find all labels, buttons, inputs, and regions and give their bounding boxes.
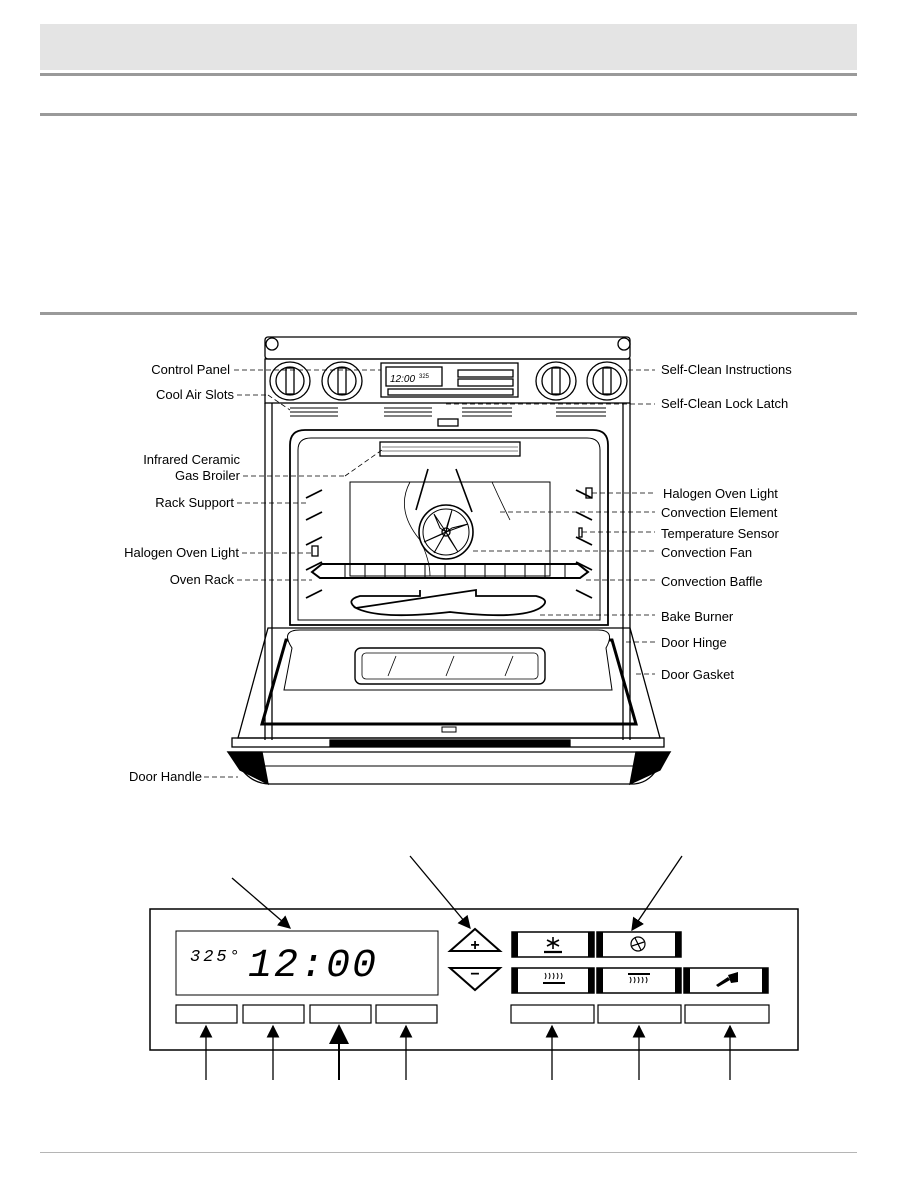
knob-4 — [586, 361, 628, 401]
mini-display-temp: 325 — [419, 374, 430, 380]
label-self-clean-instructions: Self-Clean Instructions — [661, 362, 792, 377]
func-button-4[interactable] — [375, 1004, 438, 1024]
temperature-sensor — [578, 527, 583, 538]
label-control-panel: Control Panel — [151, 362, 230, 377]
brush-icon — [716, 972, 738, 987]
oven-rack — [310, 563, 590, 579]
func-button-1[interactable] — [175, 1004, 238, 1024]
label-bake-burner: Bake Burner — [661, 609, 734, 624]
footer-rule — [40, 1152, 857, 1153]
label-convection-fan: Convection Fan — [661, 545, 753, 560]
up-symbol: + — [470, 937, 479, 954]
label-oven-rack: Oven Rack — [169, 572, 234, 587]
door-handle — [226, 751, 672, 785]
knob-3 — [535, 361, 577, 401]
control-panel-housing — [264, 358, 631, 404]
convection-fan — [418, 504, 474, 560]
label-infrared-ceramic: Infrared Ceramic — [143, 452, 240, 467]
door-window — [354, 647, 546, 685]
label-gas-broiler: Gas Broiler — [174, 468, 240, 483]
fan-icon — [630, 936, 646, 952]
broil-element-icon — [628, 973, 650, 984]
door-trim — [231, 737, 665, 748]
panel-display — [175, 930, 439, 996]
oven-top-trim — [264, 336, 631, 360]
oven-diagram: 12:00 325 — [204, 336, 672, 786]
down-button[interactable]: − — [447, 966, 503, 992]
label-cool-air-slots: Cool Air Slots — [155, 387, 234, 402]
callout-arrows-bottom — [199, 1024, 737, 1080]
knob-2 — [321, 361, 363, 401]
oven-cavity — [289, 429, 609, 626]
broil-heat-icon — [543, 972, 565, 984]
func-button-7[interactable] — [684, 1004, 770, 1024]
mini-display-window — [385, 366, 443, 387]
callout-arrows-top — [231, 855, 683, 932]
snowflake-icon — [544, 937, 562, 954]
bake-burner — [350, 588, 546, 617]
top-left-cap — [265, 337, 279, 351]
label-halogen-oven-light-right: Halogen Oven Light — [663, 486, 778, 501]
cool-air-slots — [290, 407, 606, 417]
label-door-hinge: Door Hinge — [661, 635, 727, 650]
label-convection-baffle: Convection Baffle — [661, 574, 763, 589]
func-button-5[interactable] — [510, 1004, 595, 1024]
display-temp: 325° — [190, 948, 243, 967]
convection-baffle — [349, 481, 551, 577]
func-button-2[interactable] — [242, 1004, 305, 1024]
label-halogen-oven-light-left: Halogen Oven Light — [124, 545, 239, 560]
section-rule-2 — [40, 312, 857, 315]
top-right-cap — [617, 337, 631, 351]
label-convection-element: Convection Element — [661, 505, 778, 520]
mini-display-clock: 12:00 — [390, 374, 415, 385]
section-rule-1 — [40, 113, 857, 116]
convection-button[interactable] — [596, 931, 682, 958]
label-door-gasket: Door Gasket — [661, 667, 734, 682]
up-button[interactable]: + — [447, 927, 503, 954]
down-symbol: − — [470, 966, 479, 983]
func-button-3[interactable] — [309, 1004, 372, 1024]
leader-lines — [204, 369, 655, 778]
mini-control-panel — [380, 362, 519, 398]
label-door-handle: Door Handle — [129, 769, 202, 784]
func-button-6[interactable] — [597, 1004, 682, 1024]
control-panel-diagram: 325° 12:00 + − — [149, 855, 799, 1080]
label-self-clean-lock-latch: Self-Clean Lock Latch — [661, 396, 789, 411]
self-clean-lock-latch — [437, 418, 459, 427]
display-clock: 12:00 — [248, 944, 378, 989]
knob-1 — [269, 361, 311, 401]
header-band — [40, 24, 857, 70]
infrared-broiler — [379, 441, 521, 457]
header-rule — [40, 73, 857, 76]
broil-low-button[interactable] — [511, 967, 595, 994]
label-rack-support: Rack Support — [155, 495, 234, 510]
label-temperature-sensor: Temperature Sensor — [661, 526, 779, 541]
halogen-light-left — [311, 545, 319, 557]
